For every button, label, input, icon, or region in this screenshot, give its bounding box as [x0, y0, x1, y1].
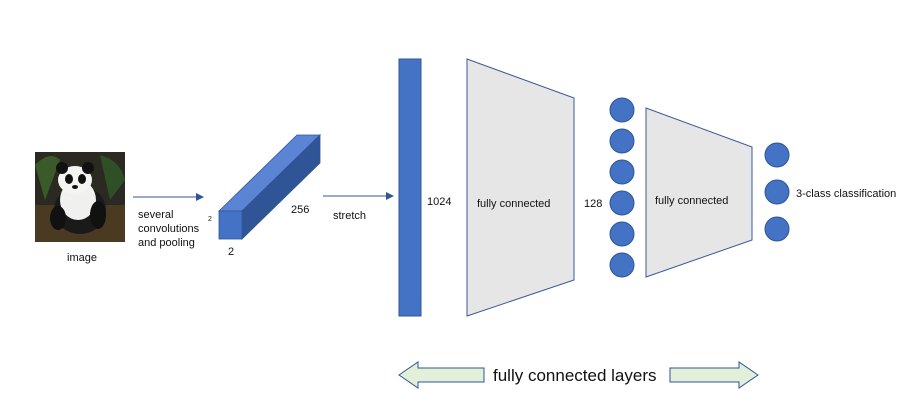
- output-label: 3-class classification: [796, 188, 897, 200]
- output-node: [764, 179, 790, 205]
- hidden-node: [609, 159, 635, 185]
- hidden-node: [609, 252, 635, 278]
- dim-height-label: 2: [208, 216, 212, 223]
- feature-box: [218, 134, 321, 240]
- conv-label-line2: convolutions: [138, 223, 200, 235]
- hidden-node: [609, 190, 635, 216]
- output-node: [764, 142, 790, 168]
- image-label: image: [67, 252, 97, 264]
- units-128-label: 128: [584, 198, 603, 210]
- units-1024-label: 1024: [427, 196, 452, 208]
- fc-1-label: fully connected: [477, 198, 551, 210]
- conv-label-line1: several: [138, 209, 174, 221]
- dim-width-label: 2: [228, 246, 235, 258]
- fc-block-2: [645, 107, 753, 278]
- panda-image: [35, 152, 125, 242]
- fc-2-label: fully connected: [655, 195, 729, 207]
- hidden-nodes: [609, 97, 635, 278]
- layer-1024-bar: [398, 58, 422, 317]
- output-node: [764, 216, 790, 242]
- dim-depth-label: 256: [291, 204, 310, 216]
- stretch-label: stretch: [333, 210, 367, 222]
- hidden-node: [609, 128, 635, 154]
- fc-layers-double-arrow: [398, 361, 759, 389]
- hidden-node: [609, 97, 635, 123]
- fc-block-1: [466, 58, 575, 317]
- output-nodes: [764, 142, 790, 242]
- conv-label-line3: and pooling: [138, 237, 195, 249]
- fc-layers-label: fully connected layers: [493, 366, 657, 385]
- hidden-node: [609, 221, 635, 247]
